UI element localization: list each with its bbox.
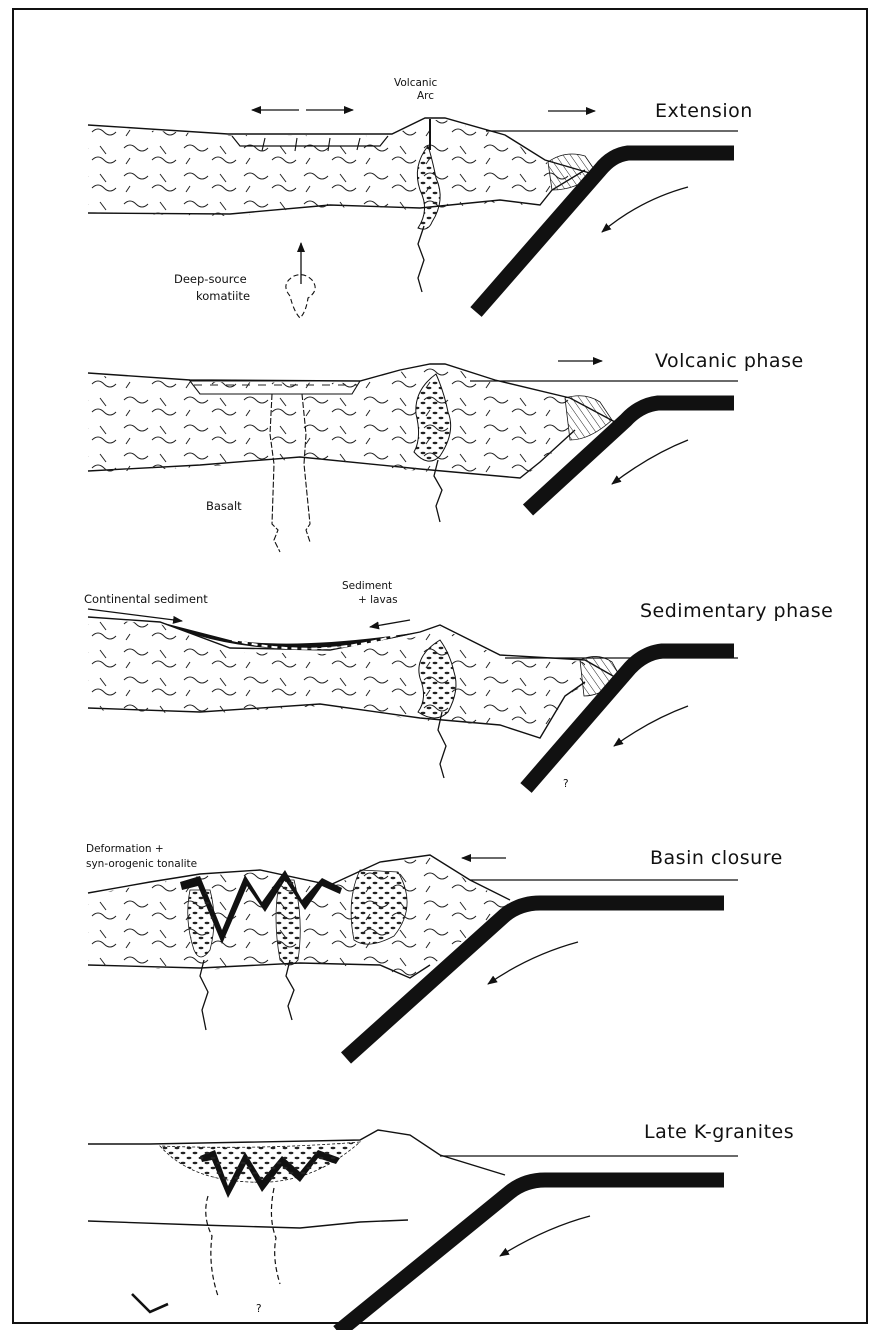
tonalite-feeder-2 [286,960,294,1020]
corner-mark [132,1294,168,1312]
granite-dots [160,1142,360,1182]
phase-title-sedimentary: Sedimentary phase [640,600,833,622]
label-basalt: Basalt [206,499,242,513]
tonalite-dots-2 [276,880,300,965]
slab-motion-arrow [614,706,688,746]
crust-base [88,1220,408,1228]
panel-volcanic-phase: Volcanic phase Basalt [88,350,804,552]
basalt-flows [190,381,360,394]
crust-fill [88,619,585,740]
panel-sedimentary-phase: Sedimentary phase Continental sediment S… [84,580,833,790]
slab-motion-arrow [488,942,578,984]
tonalite-feeder-1 [200,960,208,1030]
panel-extension: Extension Volcanic Arc Deep-source komat… [88,77,753,318]
phase-title-late-k-granites: Late K-granites [644,1121,794,1143]
label-deformation: Deformation + [86,843,164,855]
label-question-mark: ? [256,1303,262,1315]
label-volcanic: Volcanic [394,77,437,89]
label-komatiite: komatiite [196,289,250,303]
granite-stock-1 [206,1196,218,1296]
slab-motion-arrow [612,440,688,484]
phase-title-extension: Extension [655,100,753,122]
subducting-slab [338,1180,724,1330]
label-sediment: Sediment [342,580,392,592]
slab-motion-arrow [602,187,688,232]
panel-basin-closure: Basin closure Deformation + syn-orogenic… [86,843,783,1058]
phase-title-basin-closure: Basin closure [650,847,783,869]
label-arc: Arc [417,90,434,102]
label-continental-sediment: Continental sediment [84,592,208,606]
phase-title-volcanic: Volcanic phase [655,350,804,372]
label-syn-orogenic-tonalite: syn-orogenic tonalite [86,858,197,870]
slab-motion-arrow [500,1216,590,1256]
arc-feeder-dike [418,226,424,292]
label-deep-source: Deep-source [174,272,247,286]
panel-late-k-granites: Late K-granites ? [88,1121,794,1330]
sediment-arrow-continental [88,609,182,621]
label-plus-lavas: + lavas [358,594,398,606]
label-question-mark: ? [563,778,569,790]
granite-stock-2 [271,1188,280,1284]
sediment-arrow-arc [370,620,410,627]
